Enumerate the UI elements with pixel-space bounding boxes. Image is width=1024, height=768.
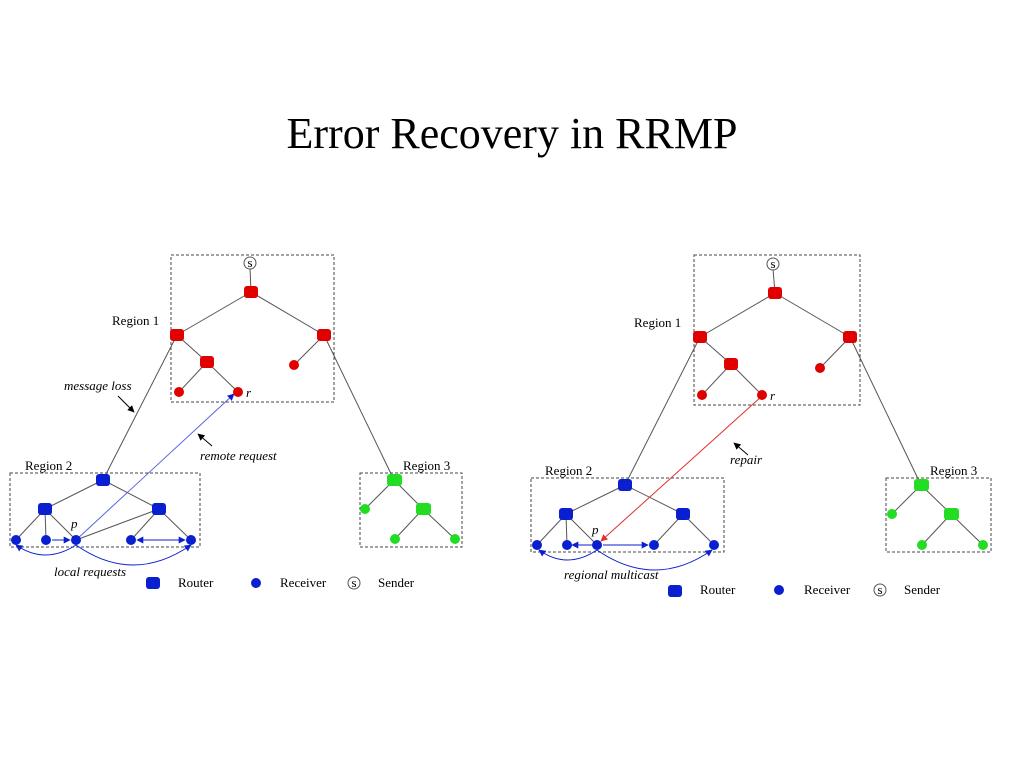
left-local-request-curve-1 — [15, 544, 77, 556]
left-region3-box — [359, 472, 463, 548]
right-receiver — [887, 509, 897, 519]
left-legend-router-icon — [146, 577, 160, 589]
left-router — [170, 329, 184, 341]
left-message-loss-pointer — [117, 395, 135, 413]
left-legend-sender-icon — [347, 576, 361, 590]
right-legend-router-icon — [668, 585, 682, 597]
left-receiver — [41, 535, 51, 545]
left-crossing-line — [75, 508, 160, 541]
right-regional-multicast-label: regional multicast — [564, 567, 659, 582]
right-receiver — [649, 540, 659, 550]
right-router — [559, 508, 573, 520]
left-receiver — [11, 535, 21, 545]
left-diagram: s Region 1 Region 2 Region 3 r p mess — [9, 254, 463, 590]
left-legend-receiver-icon — [251, 578, 261, 588]
left-router — [416, 503, 431, 515]
left-remote-request-pointer — [197, 433, 213, 447]
left-remote-request-arrow — [75, 393, 235, 541]
left-router — [38, 503, 52, 515]
left-edges — [15, 267, 456, 541]
right-receiver — [697, 390, 707, 400]
right-legend-receiver-label: Receiver — [804, 582, 851, 597]
right-router — [768, 287, 782, 299]
right-sender-node — [766, 257, 780, 271]
left-sender-glyph: s — [247, 255, 252, 270]
left-router — [317, 329, 331, 341]
left-local-request-curve-2 — [75, 544, 192, 566]
right-edges — [536, 268, 984, 546]
left-receiver — [289, 360, 299, 370]
left-router — [244, 286, 258, 298]
left-region2-box — [9, 472, 201, 548]
left-router — [96, 474, 110, 486]
right-sender-glyph: s — [770, 256, 775, 271]
left-receiver — [360, 504, 370, 514]
left-legend-sender-label: Sender — [378, 575, 415, 590]
right-node-p-label: p — [591, 522, 599, 537]
right-receiver — [562, 540, 572, 550]
right-receiver — [709, 540, 719, 550]
left-receiver — [174, 387, 184, 397]
right-legend-receiver-icon — [774, 585, 784, 595]
right-region3-label: Region 3 — [930, 463, 977, 478]
left-node-p-label: p — [70, 516, 78, 531]
left-router — [200, 356, 214, 368]
right-multicast-curve-2 — [596, 549, 713, 571]
right-legend-sender-label: Sender — [904, 582, 941, 597]
right-multicast-curve-1 — [538, 549, 598, 561]
right-router — [724, 358, 738, 370]
right-router — [944, 508, 959, 520]
right-receiver-p — [592, 540, 602, 550]
right-repair-label: repair — [730, 452, 763, 467]
right-region2-box — [530, 477, 725, 553]
right-receiver — [532, 540, 542, 550]
left-receiver — [450, 534, 460, 544]
right-node-r-label: r — [770, 388, 776, 403]
left-receiver — [186, 535, 196, 545]
left-region1-label: Region 1 — [112, 313, 159, 328]
left-router — [152, 503, 166, 515]
left-receiver — [390, 534, 400, 544]
right-legend: Router Receiver s Sender — [668, 582, 941, 597]
left-local-requests-label: local requests — [54, 564, 126, 579]
right-router — [618, 479, 632, 491]
right-diagram: s Region 1 Region 2 Region 3 r p repair … — [530, 254, 992, 597]
page-title: Error Recovery in RRMP — [286, 109, 738, 158]
right-router — [914, 479, 929, 491]
left-receiver — [126, 535, 136, 545]
left-remote-request-label: remote request — [200, 448, 277, 463]
right-region3-box — [885, 477, 992, 553]
left-region3-label: Region 3 — [403, 458, 450, 473]
left-receiver-p — [71, 535, 81, 545]
right-router — [843, 331, 857, 343]
right-receiver — [815, 363, 825, 373]
right-region1-box — [693, 254, 861, 406]
left-legend-sender-glyph: s — [351, 575, 356, 590]
right-receiver — [917, 540, 927, 550]
left-router — [387, 474, 402, 486]
left-legend-router-label: Router — [178, 575, 214, 590]
left-legend-receiver-label: Receiver — [280, 575, 327, 590]
left-region1-box — [170, 254, 335, 403]
right-router — [693, 331, 707, 343]
left-node-r-label: r — [246, 385, 252, 400]
left-receiver-r — [233, 387, 243, 397]
left-region2-label: Region 2 — [25, 458, 72, 473]
right-legend-sender-glyph: s — [877, 582, 882, 597]
left-sender-node — [243, 256, 257, 270]
right-repair-arrow — [600, 395, 763, 542]
right-repair-pointer — [733, 442, 749, 456]
right-legend-router-label: Router — [700, 582, 736, 597]
right-legend-sender-icon — [873, 583, 887, 597]
left-message-loss-label: message loss — [64, 378, 132, 393]
right-router — [676, 508, 690, 520]
left-legend: Router Receiver s Sender — [146, 575, 415, 590]
right-receiver-r — [757, 390, 767, 400]
right-region1-label: Region 1 — [634, 315, 681, 330]
right-region2-label: Region 2 — [545, 463, 592, 478]
right-receiver — [978, 540, 988, 550]
